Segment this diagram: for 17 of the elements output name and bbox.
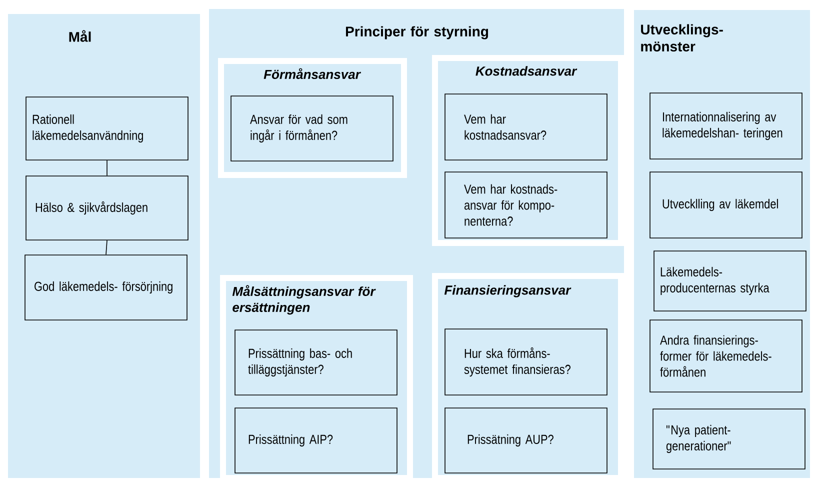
connector-line	[106, 160, 108, 176]
connector-line	[106, 240, 108, 255]
text-box: Hur ska förmåns- systemet finansieras?	[444, 328, 608, 396]
text-box: Prissättning bas- och tilläggstjänster?	[234, 330, 398, 396]
text-box: Prissättning AIP?	[234, 408, 398, 474]
text-box: Rationell läkemedelsanvändning	[26, 96, 188, 160]
text-box: Internationnalisering av läkemedelshan- teringen	[650, 92, 802, 160]
text-box: God läkemedels- försörjning	[24, 254, 188, 320]
text-box: Läkemedels- producenternas styrka	[654, 250, 806, 312]
text-box: Vem har kostnadsansvar?	[444, 94, 608, 160]
text-box: Utvecklling av läkemdel	[650, 172, 802, 238]
text-box: Prissätning AUP?	[444, 408, 608, 474]
text-box: Vem har kostnads- ansvar för kompo- nenterna?	[444, 172, 608, 238]
text-box: Ansvar för vad som ingår i förmånen?	[230, 96, 394, 162]
text-box: "Nya patient- generationer"	[652, 408, 806, 470]
text-box: Andra finansierings- former för läkemedels- förmånen	[650, 320, 802, 392]
text-box: Hälso & sjikvårdslagen	[26, 176, 188, 240]
